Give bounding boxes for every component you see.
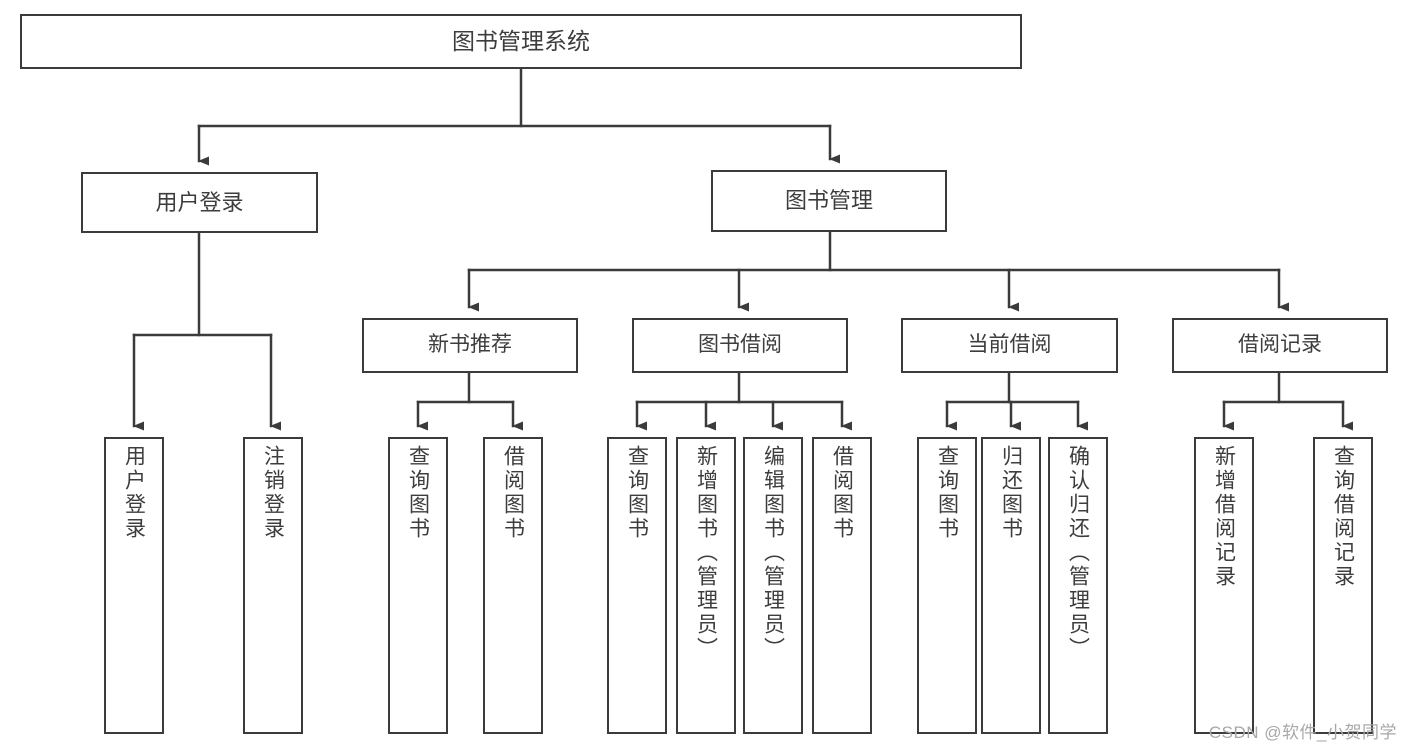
node-book-borrow[interactable]: 图书借阅 (632, 318, 848, 373)
node-leaf-query-record[interactable]: 查询借阅记录 (1313, 437, 1373, 734)
node-book-management-label: 图书管理 (784, 188, 873, 214)
node-leaf-add-record[interactable]: 新增借阅记录 (1194, 437, 1254, 734)
node-user-login[interactable]: 用户登录 (81, 172, 318, 233)
node-leaf-query-record-label: 查询借阅记录 (1331, 445, 1355, 589)
node-borrow-record-label: 借阅记录 (1238, 333, 1322, 357)
node-leaf-confirm-return[interactable]: 确认归还（管理员） (1048, 437, 1108, 734)
node-leaf-query-book-2-label: 查询图书 (625, 445, 649, 541)
node-leaf-return-book[interactable]: 归还图书 (981, 437, 1041, 734)
node-book-management[interactable]: 图书管理 (711, 170, 947, 232)
node-user-login-label: 用户登录 (155, 189, 244, 215)
node-leaf-borrow-book-1-label: 借阅图书 (501, 445, 525, 541)
node-leaf-borrow-book-1[interactable]: 借阅图书 (483, 437, 543, 734)
node-leaf-user-login-label: 用户登录 (122, 445, 146, 541)
node-current-borrow[interactable]: 当前借阅 (901, 318, 1118, 373)
node-leaf-return-book-label: 归还图书 (999, 445, 1023, 541)
node-leaf-borrow-book-2[interactable]: 借阅图书 (812, 437, 872, 734)
node-leaf-add-book-label: 新增图书（管理员） (694, 445, 718, 661)
node-new-book-recommend-label: 新书推荐 (428, 333, 512, 357)
node-leaf-query-book-1-label: 查询图书 (406, 445, 430, 541)
node-leaf-user-login[interactable]: 用户登录 (104, 437, 164, 734)
node-leaf-query-book-3-label: 查询图书 (935, 445, 959, 541)
node-book-borrow-label: 图书借阅 (698, 333, 782, 357)
node-leaf-query-book-2[interactable]: 查询图书 (607, 437, 667, 734)
node-leaf-confirm-return-label: 确认归还（管理员） (1066, 445, 1090, 661)
node-leaf-add-book[interactable]: 新增图书（管理员） (676, 437, 736, 734)
node-borrow-record[interactable]: 借阅记录 (1172, 318, 1388, 373)
node-leaf-add-record-label: 新增借阅记录 (1212, 445, 1236, 589)
node-leaf-query-book-1[interactable]: 查询图书 (388, 437, 448, 734)
node-root-system[interactable]: 图书管理系统 (20, 14, 1022, 69)
node-root-label: 图书管理系统 (452, 27, 590, 54)
node-current-borrow-label: 当前借阅 (967, 333, 1052, 357)
node-new-book-recommend[interactable]: 新书推荐 (362, 318, 578, 373)
node-leaf-logout[interactable]: 注销登录 (243, 437, 303, 734)
node-leaf-edit-book[interactable]: 编辑图书（管理员） (743, 437, 803, 734)
node-leaf-logout-label: 注销登录 (261, 445, 285, 541)
node-leaf-borrow-book-2-label: 借阅图书 (830, 445, 854, 541)
node-leaf-query-book-3[interactable]: 查询图书 (917, 437, 977, 734)
node-leaf-edit-book-label: 编辑图书（管理员） (761, 445, 785, 661)
